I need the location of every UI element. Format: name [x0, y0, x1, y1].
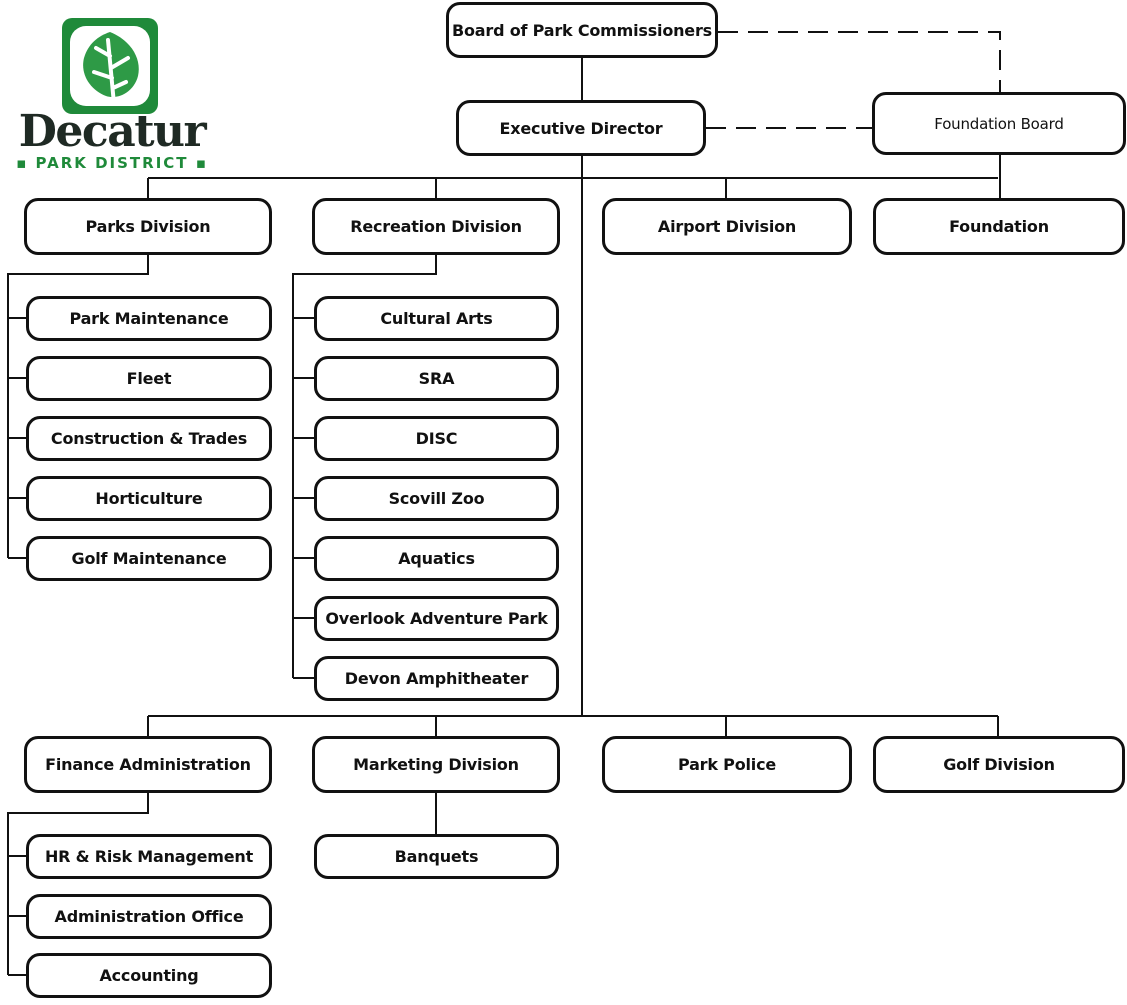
overlook-adventure-park-box: Overlook Adventure Park — [314, 596, 559, 641]
marketing-division-box: Marketing Division — [312, 736, 560, 793]
accounting-box: Accounting — [26, 953, 272, 998]
finance-branch-line — [7, 793, 149, 975]
construction-trades-box: Construction & Trades — [26, 416, 272, 461]
recreation-branch-line — [292, 255, 437, 678]
decatur-park-district-logo: Decatur ▪ PARK DISTRICT ▪ — [14, 14, 210, 174]
park-police-box: Park Police — [602, 736, 852, 793]
connector-board-foundation-board — [718, 31, 1001, 92]
sra-box: SRA — [314, 356, 559, 401]
scovill-zoo-box: Scovill Zoo — [314, 476, 559, 521]
logo-wordmark: Decatur — [18, 106, 207, 157]
foundation-box: Foundation — [873, 198, 1125, 255]
devon-amphitheater-box: Devon Amphitheater — [314, 656, 559, 701]
parks-division-box: Parks Division — [24, 198, 272, 255]
airport-division-box: Airport Division — [602, 198, 852, 255]
executive-director-box: Executive Director — [456, 100, 706, 156]
disc-box: DISC — [314, 416, 559, 461]
banquets-box: Banquets — [314, 834, 559, 879]
horticulture-box: Horticulture — [26, 476, 272, 521]
logo-subtitle: ▪ PARK DISTRICT ▪ — [16, 154, 208, 172]
leaf-icon — [62, 18, 158, 114]
finance-administration-box: Finance Administration — [24, 736, 272, 793]
cultural-arts-box: Cultural Arts — [314, 296, 559, 341]
park-maintenance-box: Park Maintenance — [26, 296, 272, 341]
board-of-park-commissioners-box: Board of Park Commissioners — [446, 2, 718, 58]
recreation-division-box: Recreation Division — [312, 198, 560, 255]
parks-branch-line — [7, 255, 149, 558]
fleet-box: Fleet — [26, 356, 272, 401]
hr-risk-management-box: HR & Risk Management — [26, 834, 272, 879]
golf-division-box: Golf Division — [873, 736, 1125, 793]
administration-office-box: Administration Office — [26, 894, 272, 939]
aquatics-box: Aquatics — [314, 536, 559, 581]
foundation-board-box: Foundation Board — [872, 92, 1126, 155]
golf-maintenance-box: Golf Maintenance — [26, 536, 272, 581]
